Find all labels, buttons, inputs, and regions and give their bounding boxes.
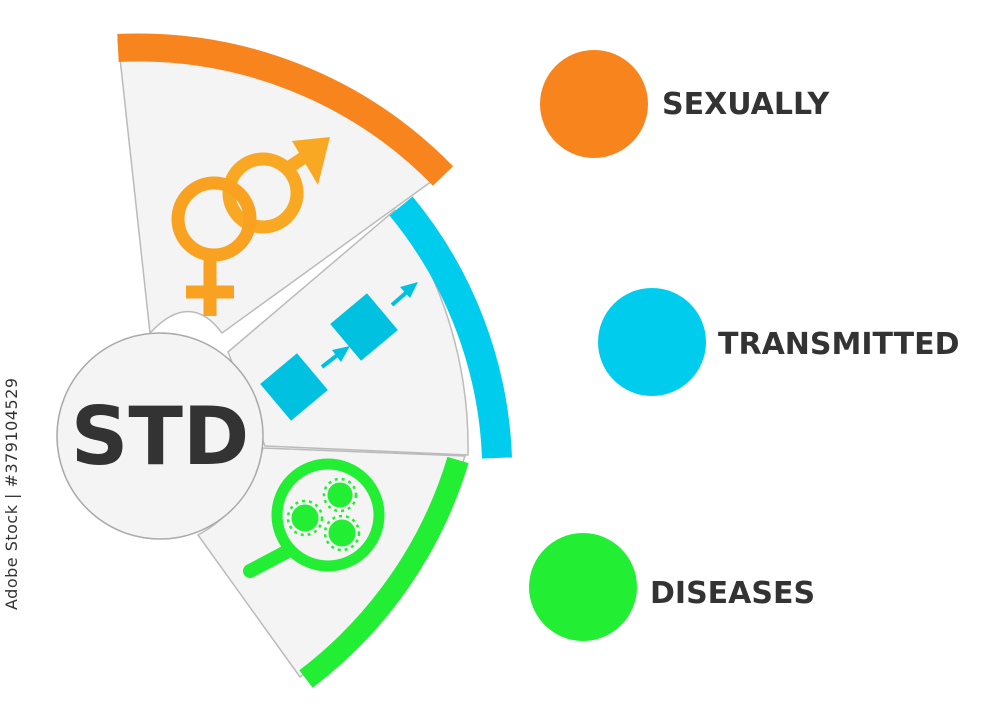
magnifier-virus-icon — [243, 458, 385, 578]
segment-transmitted — [227, 196, 512, 459]
legend-label-diseases: DISEASES — [650, 576, 815, 611]
legend-dot-diseases — [529, 533, 637, 641]
arc-transmitted — [389, 196, 512, 459]
gender-symbols-icon — [171, 137, 330, 316]
legend-item-transmitted: TRANSMITTED — [598, 288, 960, 396]
center-label: STD — [71, 390, 250, 483]
arc-diseases — [299, 456, 469, 688]
legend-label-sexually: SEXUALLY — [662, 87, 830, 122]
legend-dot-transmitted — [598, 288, 706, 396]
legend-item-diseases: DISEASES — [529, 533, 815, 641]
legend-dot-sexually — [540, 50, 648, 158]
segment-diseases — [196, 447, 469, 688]
center-circle: STD — [56, 332, 264, 540]
legend-item-sexually: SEXUALLY — [540, 50, 830, 158]
stock-id-watermark: Adobe Stock | #379104529 — [2, 377, 21, 610]
legend-label-transmitted: TRANSMITTED — [718, 327, 960, 362]
transmission-arrows-icon — [260, 282, 418, 421]
legend: SEXUALLY TRANSMITTED DISEASES — [529, 50, 960, 641]
segment-sexually — [117, 33, 454, 335]
arc-sexually — [117, 33, 454, 186]
